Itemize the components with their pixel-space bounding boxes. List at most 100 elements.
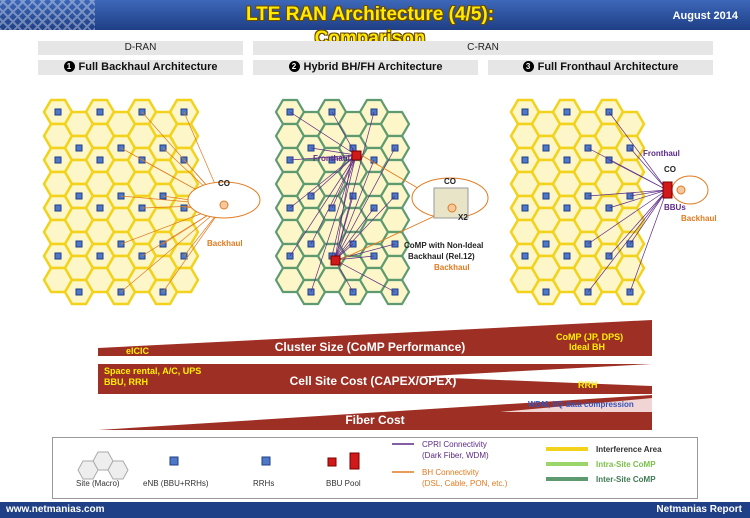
legend [52,437,698,499]
cell-site-icon [521,204,529,212]
cell-site-icon [542,192,550,200]
fiber-label: Fiber Cost [345,413,405,427]
arch-number-2: 2 [288,61,300,72]
link-line [629,147,668,191]
cluster-right-note-2: Ideal BH [569,342,606,352]
cell-site-icon [563,204,571,212]
fronthaul-label-3: Fronthaul [643,149,680,158]
cell-site-icon [96,156,104,164]
legend-enb-text: eNB (BBU+RRHs) [143,479,209,488]
link-line [334,259,396,293]
legend-intra-text: Intra-Site CoMP [596,460,656,469]
cell-site-icon [542,144,550,152]
link-line [289,154,357,257]
footer-website-link[interactable]: www.netmanias.com [6,504,105,515]
legend-graphics [77,443,588,481]
cell-site-icon [138,108,146,116]
report-date: August 2014 [672,10,738,22]
backhaul-label-3: Backhaul [681,214,717,223]
fiber-highlight [500,398,652,412]
comp-note-line2: Backhaul (Rel.12) [408,252,475,261]
backhaul-label-1: Backhaul [207,239,243,248]
hex-cell [379,254,411,282]
cell-site-icon [75,192,83,200]
cell-site-icon [54,108,62,116]
cell-site-icon [563,252,571,260]
cost-right-note: RRH [578,380,598,390]
x2-label: X2 [458,213,468,222]
cell-site-icon [605,108,613,116]
comp-note-line1: CoMP with Non-Ideal [404,241,483,250]
link-line [331,154,357,209]
arch-title-1: Full Backhaul Architecture [78,61,218,73]
link-line [608,111,668,191]
arch-title-3: Full Fronthaul Architecture [537,61,679,73]
legend-bbu-icon-large [349,452,360,470]
legend-rrh-icon [261,456,271,466]
legend-bh-text-2: (DSL, Cable, PON, etc.) [422,479,508,488]
legend-site-icon [77,451,129,480]
co-cloud-1 [187,181,261,219]
link-line [120,204,225,293]
cluster-left-note: eICIC [126,346,150,356]
cell-site-icon [521,156,529,164]
legend-cpri-text-2: (Dark Fiber, WDM) [422,451,489,460]
arch-number-1: 1 [63,61,75,72]
cell-site-icon [542,288,550,296]
hex-cell [168,266,200,294]
cell-site-icon [521,108,529,116]
cell-site-icon [521,252,529,260]
comparison-wedges [98,320,652,430]
hex-grid-full-backhaul [42,98,200,306]
link-line [629,189,668,245]
link-line [310,147,357,156]
hex-cell [614,158,646,186]
legend-site-text: Site (Macro) [76,479,120,488]
legend-bbu-text: BBU Pool [326,479,361,488]
cell-site-icon [54,204,62,212]
header-bar [0,0,750,30]
link-line [162,204,225,293]
cluster-wedge [98,320,652,356]
legend-enb-icon [169,456,179,466]
co-label-3: CO [664,165,676,174]
cell-site-icon [180,108,188,116]
co-cloud-3 [662,175,709,205]
link-line [587,189,668,245]
link-line [608,159,668,191]
bbu-pool-1 [351,150,362,161]
fiber-right-note: WDM, I/Q data compression [528,400,634,409]
hex-cell [168,122,200,150]
link-line [310,154,357,245]
bbus-label: BBUs [664,203,686,212]
cell-site-icon [54,156,62,164]
link-line [334,147,354,261]
footer-bar [0,502,750,518]
link-line [334,207,375,261]
bbu-pool-2 [330,255,341,266]
co-label-2: CO [444,177,456,186]
link-line [289,111,357,156]
backhaul-label-2: Backhaul [434,263,470,272]
link-line [629,189,668,293]
link-line [289,154,357,161]
architecture-diagrams: CO Backhaul CO X2 CoMP with Non-Ideal Ba… [42,98,717,306]
co-label-1: CO [218,179,230,188]
hex-cell [614,254,646,282]
cell-site-icon [563,108,571,116]
link-line [608,189,668,209]
link-line [587,189,668,197]
link-line [334,147,396,261]
link-line [334,195,396,261]
legend-bh-text-1: BH Connectivity [422,468,479,477]
cell-site-icon [96,204,104,212]
legend-bbu-icon-small [327,457,337,467]
cell-site-icon [75,144,83,152]
cell-site-icon [96,252,104,260]
cell-site-icon [542,240,550,248]
fiber-wedge [98,395,652,430]
connectivity-lines [120,111,668,293]
cell-site-icon [75,288,83,296]
